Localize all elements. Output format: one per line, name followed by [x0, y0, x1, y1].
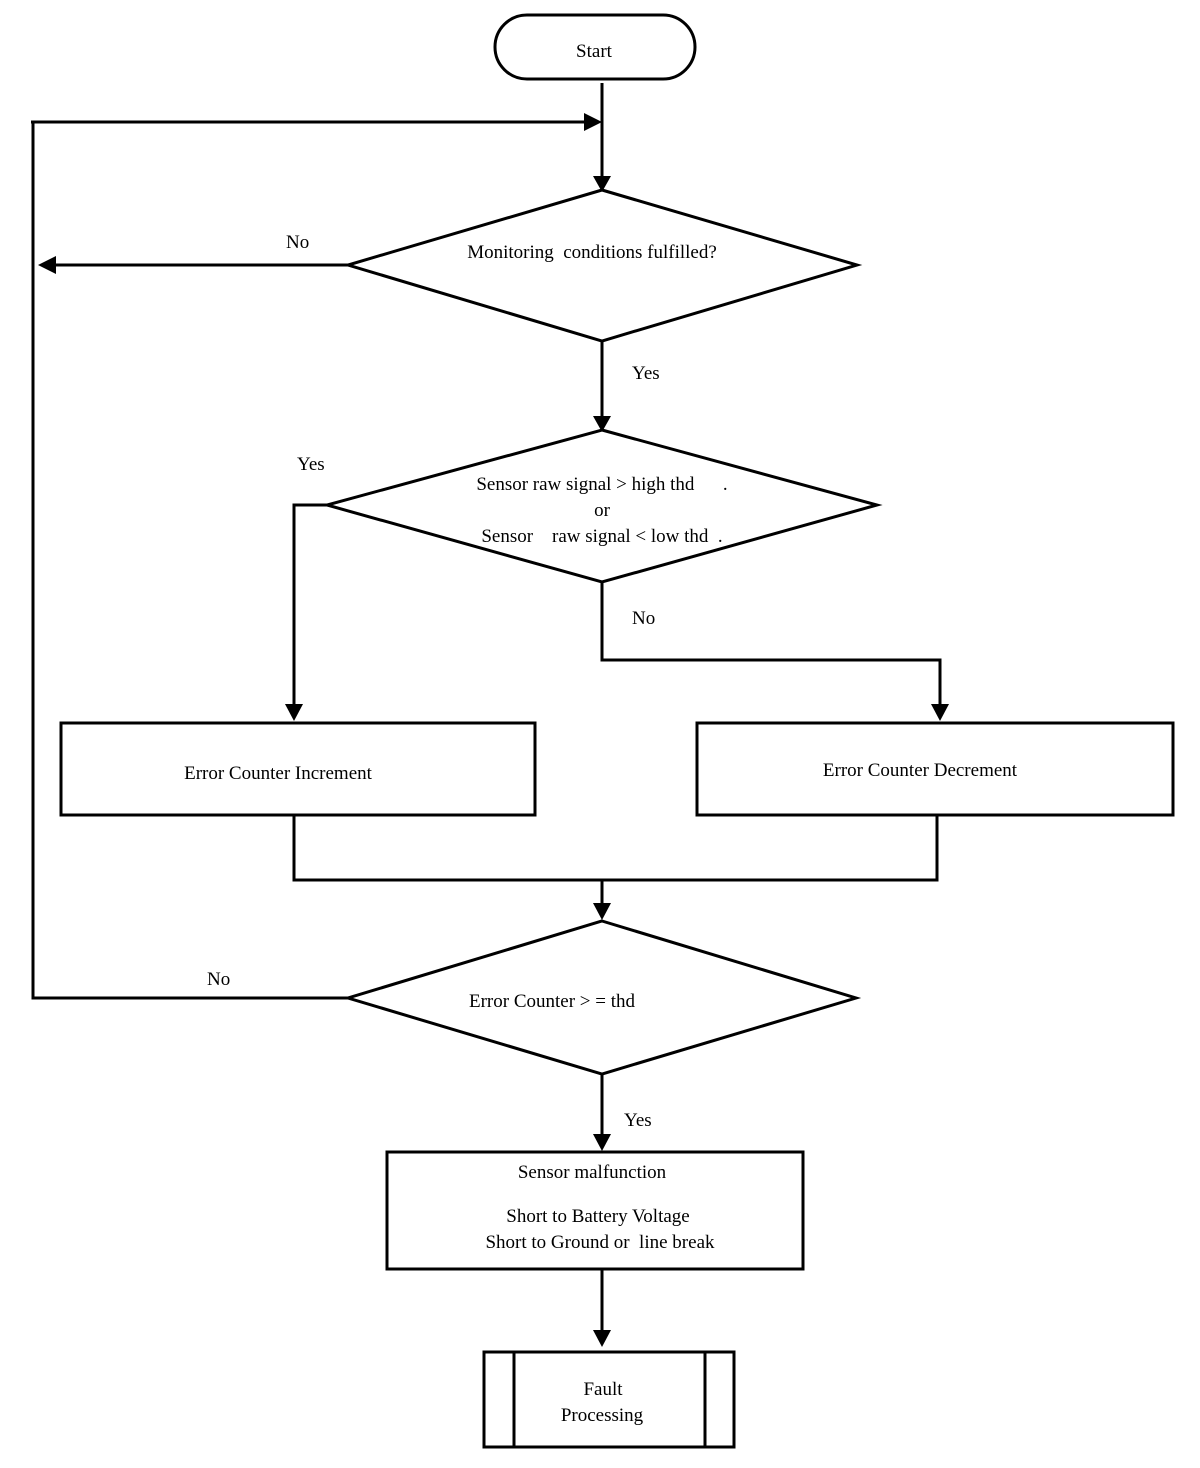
error-counter-decrement-label: Error Counter Decrement: [823, 760, 1018, 781]
connector-merge: [292, 815, 939, 882]
label-counter-no: No: [207, 969, 230, 990]
signal-decision-line3: Sensor raw signal < low thd .: [481, 526, 722, 547]
monitoring-decision-diamond: [342, 188, 863, 343]
label-signal-yes: Yes: [297, 454, 325, 475]
fault-processing-line1: Fault: [583, 1379, 623, 1400]
sensor-malfunction-line2: Short to Ground or line break: [485, 1232, 715, 1253]
arrowhead-loop-top: [584, 113, 602, 131]
signal-decision-line2: or: [594, 500, 611, 521]
counter-decision-label: Error Counter > = thd: [469, 991, 636, 1012]
arrowhead-fault-processing-in: [593, 1330, 611, 1347]
sensor-malfunction-title: Sensor malfunction: [518, 1162, 667, 1183]
label-counter-yes: Yes: [624, 1110, 652, 1131]
start-terminator: [493, 13, 697, 81]
arrowhead-monitoring-in: [593, 176, 611, 192]
sensor-malfunction-box: [385, 1150, 805, 1271]
signal-decision-line1: Sensor raw signal > high thd .: [476, 474, 727, 495]
arrowhead-decrement-in: [931, 704, 949, 721]
arrowhead-increment-in: [285, 704, 303, 721]
sensor-malfunction-line1: Short to Battery Voltage: [506, 1206, 689, 1227]
connector-counter-no: [31, 121, 348, 1000]
start-label: Start: [576, 41, 613, 62]
arrowhead-malfunction-in: [593, 1134, 611, 1151]
arrowhead-signal-in: [593, 416, 611, 432]
fault-processing-box: [482, 1350, 736, 1449]
monitoring-decision-label: Monitoring conditions fulfilled?: [467, 242, 717, 263]
error-counter-decrement-box: [695, 721, 1175, 817]
label-signal-no: No: [632, 608, 655, 629]
error-counter-increment-label: Error Counter Increment: [184, 763, 373, 784]
label-monitoring-no: No: [286, 232, 309, 253]
arrowhead-monitoring-no: [38, 256, 56, 274]
arrowhead-counter-in: [593, 903, 611, 920]
error-counter-increment-box: [59, 721, 537, 817]
label-monitoring-yes: Yes: [632, 363, 660, 384]
connector-signal-yes: [292, 503, 327, 706]
fault-processing-line2: Processing: [561, 1405, 644, 1426]
connector-signal-no: [600, 582, 942, 706]
